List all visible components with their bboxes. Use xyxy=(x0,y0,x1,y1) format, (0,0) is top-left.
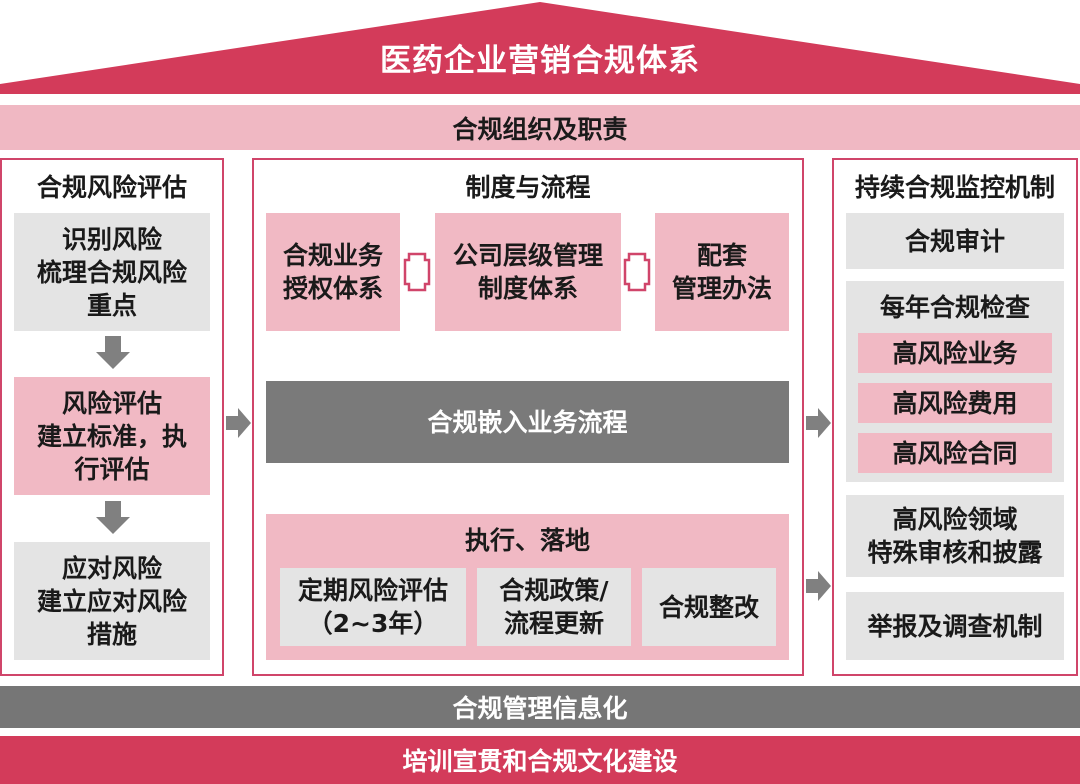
authorization-system-text: 合规业务 授权体系 xyxy=(282,241,383,303)
system-process-title: 制度与流程 xyxy=(465,173,591,202)
roof-title: 医药企业营销合规体系 xyxy=(380,42,700,79)
policy-update-text: 合规政策/ 流程更新 xyxy=(499,576,609,638)
assess-risk-text: 风险评估 建立标准，执 行评估 xyxy=(36,388,187,484)
information-band: 合规管理信息化 xyxy=(0,686,1080,728)
special-review-text: 高风险领域 特殊审核和披露 xyxy=(867,505,1043,567)
annual-check-title: 每年合规检查 xyxy=(879,292,1030,322)
arrow-down-icon xyxy=(96,336,130,369)
authorization-system-box: 合规业务 授权体系 xyxy=(266,213,400,331)
rectification-box: 合规整改 xyxy=(642,568,776,646)
execution-title: 执行、落地 xyxy=(464,525,590,555)
identify-risk-box: 识别风险 梳理合规风险 重点 xyxy=(14,213,210,331)
org-duties-band: 合规组织及职责 xyxy=(0,105,1080,150)
high-risk-business-item: 高风险业务 xyxy=(858,333,1052,373)
embed-process-box: 合规嵌入业务流程 xyxy=(266,381,789,463)
corporate-policy-box: 公司层级管理 制度体系 xyxy=(435,213,621,331)
connector-icon xyxy=(623,252,651,292)
respond-risk-box: 应对风险 建立应对风险 措施 xyxy=(14,542,210,660)
compliance-audit-box: 合规审计 xyxy=(846,213,1064,269)
roof-shape xyxy=(0,2,1080,94)
risk-assessment-title: 合规风险评估 xyxy=(36,173,187,202)
high-risk-contract-item: 高风险合同 xyxy=(858,433,1052,473)
training-culture-band: 培训宣贯和合规文化建设 xyxy=(0,736,1080,784)
supporting-measures-text: 配套 管理办法 xyxy=(671,241,772,303)
arrow-right-icon xyxy=(226,408,251,438)
supporting-measures-box: 配套 管理办法 xyxy=(655,213,789,331)
corporate-policy-text: 公司层级管理 制度体系 xyxy=(452,241,603,303)
assess-risk-box: 风险评估 建立标准，执 行评估 xyxy=(14,377,210,495)
periodic-assessment-text: 定期风险评估 （2~3年） xyxy=(297,576,448,638)
high-risk-expense-item: 高风险费用 xyxy=(858,383,1052,423)
arrow-right-icon xyxy=(806,571,831,601)
special-review-box: 高风险领域 特殊审核和披露 xyxy=(846,495,1064,577)
report-investigation-box: 举报及调查机制 xyxy=(846,592,1064,660)
connector-icon xyxy=(403,252,431,292)
arrow-down-icon xyxy=(96,501,130,534)
identify-risk-text: 识别风险 梳理合规风险 重点 xyxy=(36,224,187,320)
arrow-right-icon xyxy=(806,408,831,438)
monitoring-title: 持续合规监控机制 xyxy=(854,173,1055,202)
respond-risk-text: 应对风险 建立应对风险 措施 xyxy=(36,553,187,649)
periodic-assessment-box: 定期风险评估 （2~3年） xyxy=(280,568,466,646)
policy-update-box: 合规政策/ 流程更新 xyxy=(477,568,631,646)
